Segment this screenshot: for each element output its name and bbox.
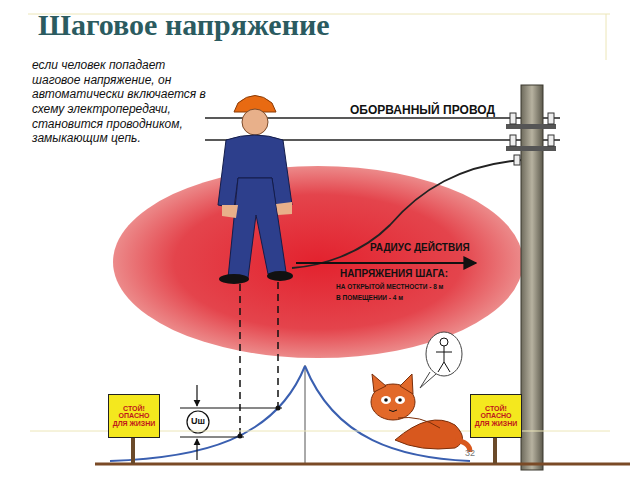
description-text: если человек попадает шаговое напряжение… (32, 58, 208, 146)
crossarm (506, 124, 556, 129)
frame-line (606, 14, 607, 60)
crossarm (506, 146, 556, 151)
sign-text: СТОЙ! ОПАСНО ДЛЯ ЖИЗНИ (471, 403, 521, 429)
ground (95, 463, 630, 466)
slide-title: Шаговое напряжение (38, 8, 330, 42)
voltage-symbol: Uш (191, 417, 205, 427)
warning-sign: СТОЙ! ОПАСНО ДЛЯ ЖИЗНИ (470, 394, 522, 438)
sign-post (131, 438, 135, 464)
voltage-circle (187, 411, 209, 433)
cat-figure (371, 332, 470, 452)
step-voltage-label: НАПРЯЖЕНИЯ ШАГА: (340, 268, 448, 279)
potential-curve (305, 366, 470, 461)
distance-note: НА ОТКРЫТОЙ МЕСТНОСТИ - 8 м (336, 283, 443, 290)
broken-wire (292, 160, 522, 268)
dimension-arrow (196, 385, 197, 406)
curve-point (238, 434, 243, 439)
radius-arrow (296, 262, 476, 264)
danger-zone (113, 166, 523, 358)
dimension-arrow (196, 439, 197, 460)
insulators (510, 113, 554, 165)
graph-axis (305, 365, 306, 463)
power-pole (521, 85, 543, 470)
wire-label: ОБОРВАННЫЙ ПРОВОД (350, 104, 495, 117)
level-line (180, 437, 244, 438)
man-figure (218, 96, 293, 285)
potential-curve (110, 366, 305, 461)
warning-sign: СТОЙ! ОПАСНО ДЛЯ ЖИЗНИ (108, 394, 160, 438)
level-line (180, 408, 282, 409)
radius-label: РАДИУС ДЕЙСТВИЯ (370, 242, 470, 253)
sign-text: СТОЙ! ОПАСНО ДЛЯ ЖИЗНИ (109, 403, 159, 429)
page-number: 32 (465, 449, 475, 459)
distance-note: В ПОМЕЩЕНИИ - 4 м (336, 294, 403, 301)
sign-post (493, 438, 497, 464)
drop-line (277, 282, 279, 408)
drop-line (239, 284, 241, 436)
